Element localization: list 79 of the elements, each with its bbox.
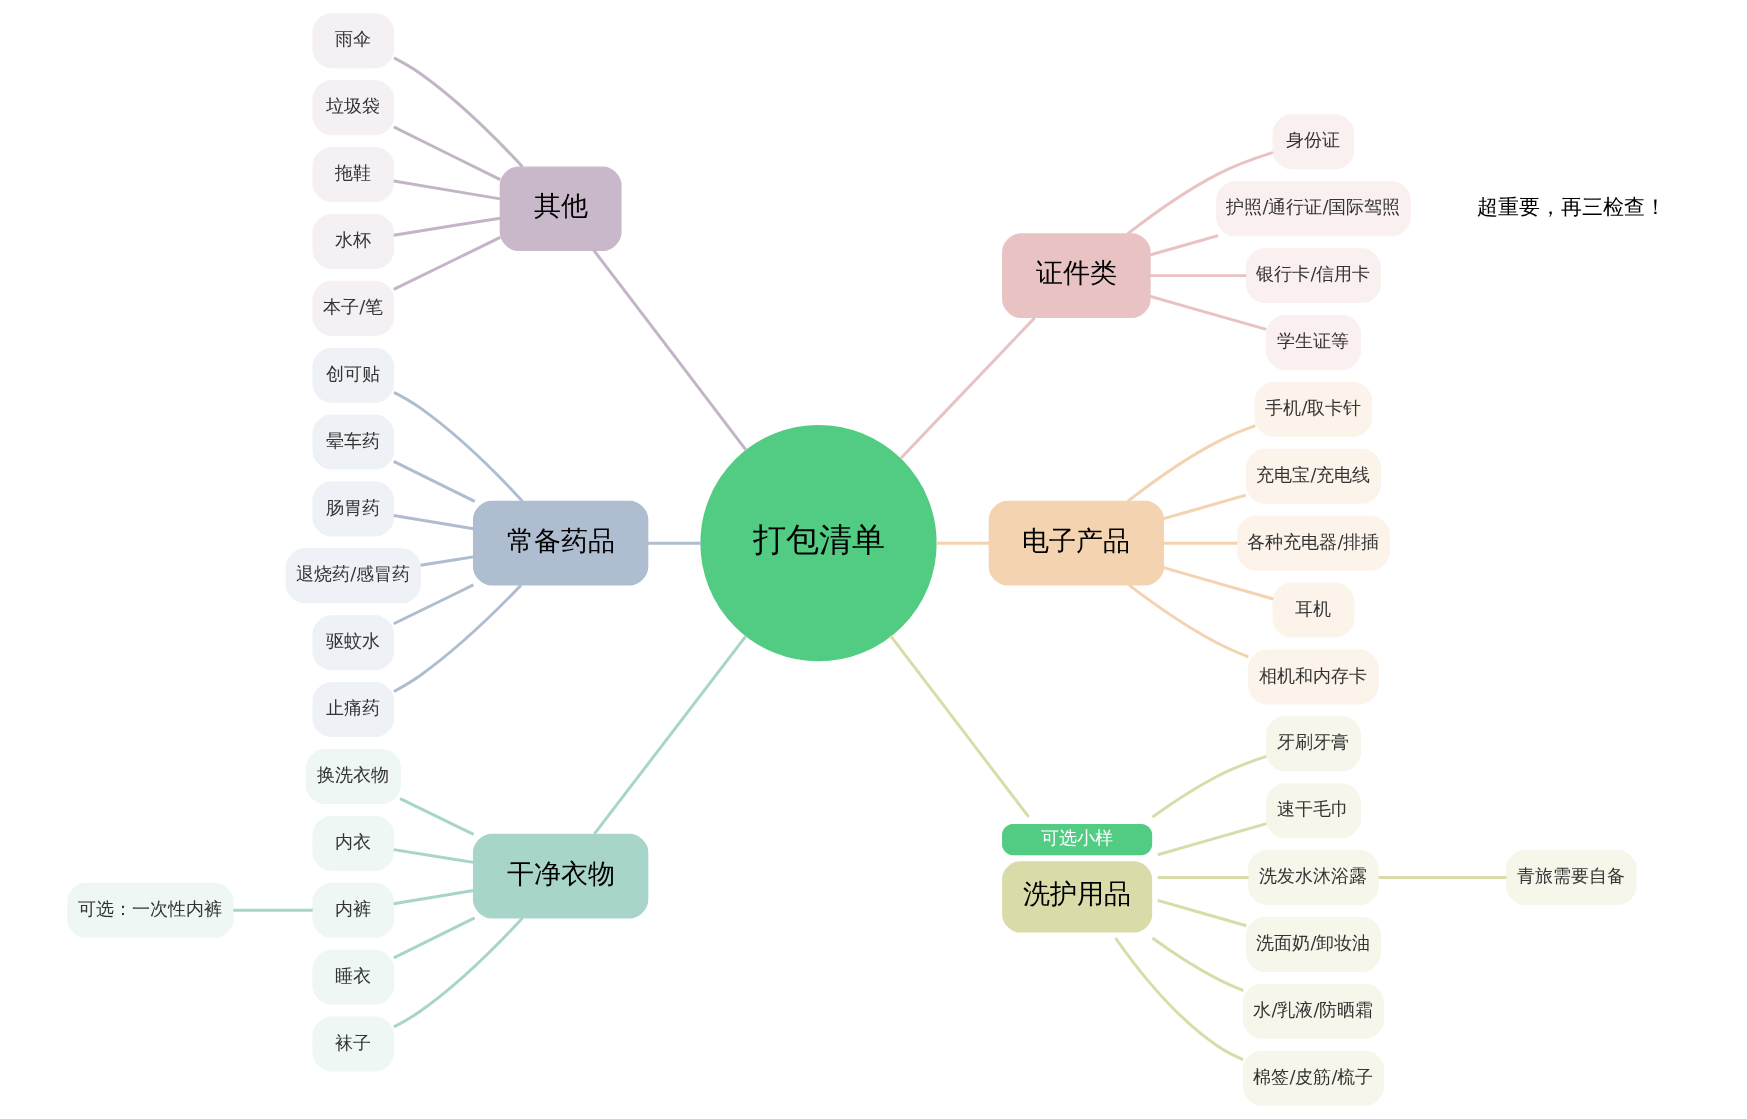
- connector: [393, 917, 524, 1029]
- connector: [647, 541, 701, 545]
- node-box: 止痛药: [312, 682, 395, 738]
- connector: [1128, 583, 1249, 659]
- node-box: 青旅需要自备: [1505, 850, 1637, 906]
- label: 超重要，再三检查！: [1476, 195, 1666, 220]
- node-box: 本子/笔: [312, 280, 395, 336]
- node-box: 干净衣物: [472, 833, 649, 919]
- node-box: 速干毛巾: [1265, 783, 1361, 839]
- connector: [1126, 424, 1256, 503]
- connector: [899, 316, 1036, 460]
- node-box: 内裤: [312, 882, 395, 938]
- node-circle: 打包清单: [700, 425, 937, 662]
- connector: [393, 236, 501, 291]
- node-box: 身份证: [1272, 114, 1355, 170]
- connector: [393, 514, 474, 531]
- connector: [1163, 566, 1274, 601]
- connector: [393, 888, 474, 906]
- connector: [1151, 936, 1244, 992]
- connector: [393, 391, 524, 503]
- connector: [393, 848, 474, 864]
- connector: [1157, 898, 1247, 928]
- connector: [393, 916, 476, 960]
- node-box: 护照/通行证/国际驾照: [1216, 181, 1411, 237]
- node-box: 充电宝/充电线: [1245, 448, 1382, 504]
- node-box: 驱蚊水: [312, 615, 395, 671]
- connector: [1149, 294, 1267, 331]
- node-box: 袜子: [312, 1016, 395, 1072]
- connector: [393, 125, 501, 181]
- node-box: 常备药品: [472, 500, 649, 586]
- node-box: 牙刷牙膏: [1265, 716, 1361, 772]
- connector: [393, 179, 501, 201]
- node-box: 洗面奶/卸妆油: [1245, 916, 1382, 972]
- connector: [420, 555, 474, 567]
- node-box: 拖鞋: [312, 147, 395, 203]
- connector: [233, 908, 313, 912]
- connector: [393, 56, 524, 168]
- node-box: 证件类: [1002, 233, 1151, 318]
- node-box: 学生证等: [1265, 315, 1361, 370]
- connector: [1378, 876, 1507, 880]
- connector: [1157, 822, 1267, 857]
- node-box: 睡衣: [312, 949, 395, 1005]
- connector: [1149, 234, 1219, 257]
- node-box: 水杯: [312, 213, 395, 269]
- connector: [936, 541, 990, 545]
- node-box: 可选：一次性内裤: [67, 882, 234, 938]
- node-box: 其他: [499, 166, 622, 252]
- connector: [1157, 876, 1249, 880]
- node-box: 晕车药: [312, 414, 395, 470]
- connector: [1150, 274, 1247, 278]
- node-box: 内衣: [312, 815, 395, 871]
- node-box: 银行卡/信用卡: [1245, 248, 1382, 304]
- node-box: 垃圾袋: [312, 80, 395, 136]
- node-box: 雨伞: [312, 13, 395, 69]
- connector: [393, 584, 523, 693]
- connector: [1163, 541, 1238, 545]
- node-box: 退烧药/感冒药: [285, 548, 421, 604]
- node-box: 换洗衣物: [305, 749, 401, 804]
- node-box: 水/乳液/防晒霜: [1242, 983, 1385, 1039]
- connector: [593, 635, 748, 835]
- connector: [393, 216, 501, 237]
- node-box: 手机/取卡针: [1254, 381, 1373, 437]
- node-box: 洗发水沐浴露: [1248, 850, 1379, 906]
- connector: [393, 583, 475, 626]
- connector: [393, 460, 476, 503]
- connector: [1114, 937, 1244, 1062]
- node-box: 肠胃药: [312, 481, 395, 537]
- connector: [1163, 493, 1247, 521]
- node-box: 相机和内存卡: [1248, 649, 1379, 705]
- node-box: 棉签/皮筋/梳子: [1242, 1050, 1385, 1106]
- node-box: 创可贴: [312, 347, 395, 403]
- node-label: 可选小样: [1040, 827, 1113, 849]
- connector: [399, 797, 475, 836]
- node-box: 电子产品: [988, 500, 1165, 586]
- node-box: 耳机: [1272, 582, 1355, 638]
- connector: [1151, 755, 1267, 819]
- connector: [592, 249, 748, 452]
- connector: [1126, 151, 1274, 236]
- node-box: 各种充电器/排插: [1236, 515, 1390, 571]
